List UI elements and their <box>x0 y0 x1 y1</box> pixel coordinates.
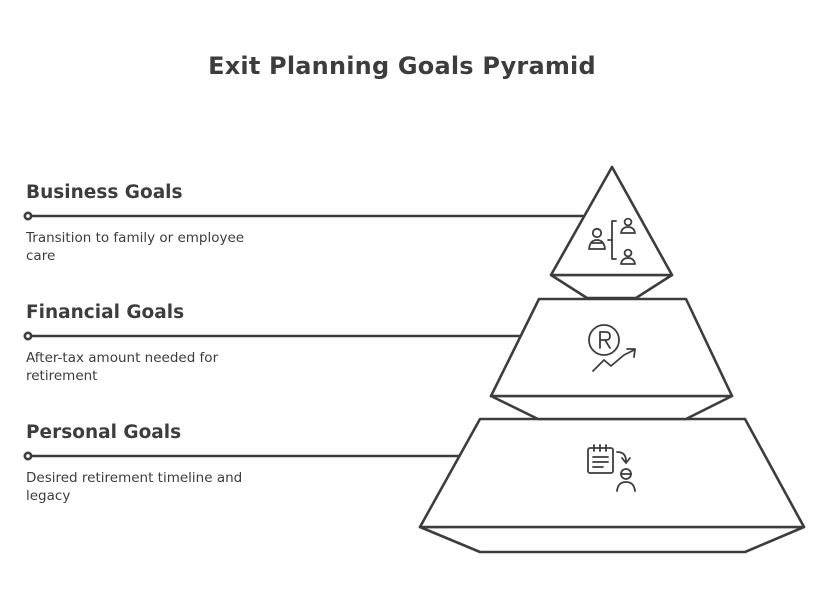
business-goals-description: Transition to family or employee care <box>26 230 245 264</box>
personal-goals-heading: Personal Goals <box>26 422 182 443</box>
connector-personal <box>23 451 461 461</box>
timeline-legacy-icon <box>587 444 636 492</box>
succession-icon <box>588 217 636 265</box>
pyramid-tier-financial <box>489 297 734 421</box>
personal-goals-description: Desired retirement timeline and legacy <box>26 470 243 504</box>
connector-business <box>23 211 588 221</box>
retirement-growth-icon <box>588 324 636 372</box>
business-goals-heading: Business Goals <box>26 182 183 203</box>
financial-goals-description: After-tax amount needed for retirement <box>26 350 219 384</box>
pyramid-tier-personal <box>418 417 806 554</box>
connector-financial <box>23 331 523 341</box>
diagram-title: Exit Planning Goals Pyramid <box>208 52 596 80</box>
financial-goals-heading: Financial Goals <box>26 302 185 323</box>
